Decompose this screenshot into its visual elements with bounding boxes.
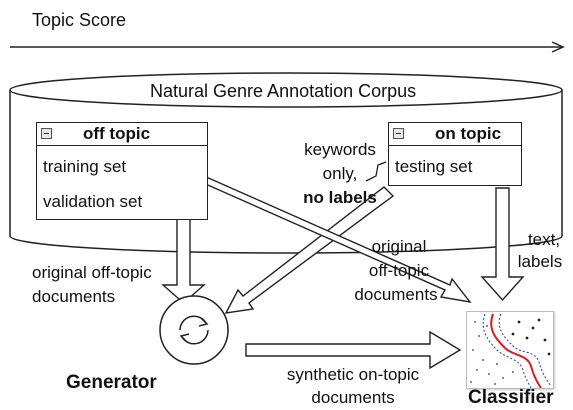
original-offtopic-line2: documents — [32, 287, 116, 306]
keywords-label-line1: keywords — [304, 140, 376, 159]
synthetic-docs-line2: documents — [311, 388, 395, 407]
keywords-bracket — [365, 161, 387, 182]
arrow-generator-to-classifier — [245, 330, 462, 370]
text-labels-line2: labels — [517, 252, 563, 271]
off-topic-box: off topic training set validation set — [36, 122, 208, 220]
generator-node — [159, 295, 229, 365]
no-labels-label: no labels — [303, 188, 377, 207]
off-topic-header: off topic — [37, 123, 207, 146]
generator-label: Generator — [66, 372, 157, 393]
text-labels-line1: text, — [527, 230, 561, 249]
classifier-label: Classifier — [468, 387, 554, 408]
topic-score-axis — [10, 41, 565, 53]
original-docs-line1: original — [371, 237, 427, 256]
on-topic-header: on topic — [389, 123, 521, 146]
keywords-label-line2: only, — [322, 164, 358, 183]
collapse-icon[interactable] — [41, 128, 52, 139]
arrow-keywords-to-generator — [224, 186, 395, 314]
validation-set-row: validation set — [43, 192, 143, 211]
training-set-row: training set — [43, 157, 127, 176]
original-docs-line2: off-topic — [368, 261, 430, 280]
testing-set-row: testing set — [395, 157, 473, 176]
cycle-arrows-icon — [179, 315, 209, 345]
original-offtopic-line1: original off-topic — [32, 263, 152, 282]
collapse-icon[interactable] — [393, 128, 404, 139]
classifier-plot — [466, 311, 554, 389]
on-topic-box: on topic testing set — [388, 122, 522, 186]
topic-score-label: Topic Score — [32, 10, 127, 30]
arrow-offtopic-to-classifier — [193, 170, 472, 303]
original-docs-line3: documents — [354, 285, 438, 304]
on-topic-title: on topic — [435, 124, 502, 143]
corpus-title: Natural Genre Annotation Corpus — [150, 81, 417, 101]
arrow-testing-to-classifier — [480, 187, 525, 302]
decision-boundary-scatter-icon — [470, 313, 552, 389]
off-topic-title: off topic — [83, 124, 151, 143]
synthetic-docs-line1: synthetic on-topic — [286, 365, 420, 384]
